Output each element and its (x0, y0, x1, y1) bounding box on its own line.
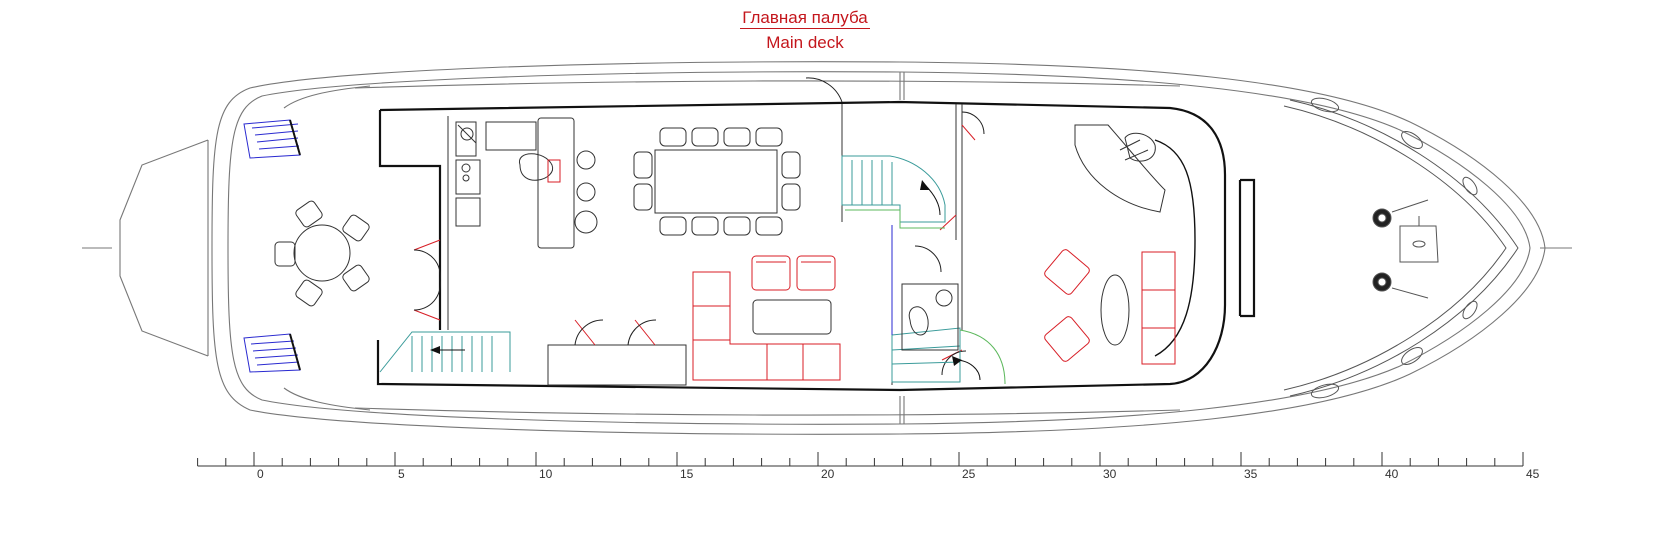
scale-bar: 0 5 10 15 20 25 30 35 40 45 (197, 452, 1540, 481)
forward-stairway-rails (845, 209, 1006, 385)
helm-console (1074, 124, 1166, 346)
superstructure-outline (376, 100, 1256, 392)
aft-stair-arrow-icon (430, 346, 465, 354)
scale-tick-label: 40 (1385, 467, 1399, 481)
salon-sofa (692, 255, 841, 381)
aft-dining-set (274, 200, 370, 307)
title-english: Main deck (766, 33, 844, 52)
scale-tick-label: 15 (680, 467, 694, 481)
scale-tick-label: 0 (257, 467, 264, 481)
head-compartment (901, 283, 959, 351)
hull-outline (119, 61, 1546, 435)
coffee-table (752, 299, 832, 335)
aft-stairway (379, 331, 511, 373)
scale-tick-label: 35 (1244, 467, 1258, 481)
wheelhouse-seating (1044, 249, 1176, 365)
scale-tick-label: 30 (1103, 467, 1117, 481)
scale-tick-label: 5 (398, 467, 405, 481)
title-russian: Главная палуба (740, 8, 870, 29)
scale-tick-label: 25 (962, 467, 976, 481)
scale-tick-label: 20 (821, 467, 835, 481)
forward-stairway (841, 155, 961, 383)
scale-tick-label: 10 (539, 467, 553, 481)
scale-tick-label: 45 (1526, 467, 1540, 481)
dining-table-set (633, 127, 801, 236)
door-arcs (413, 77, 985, 376)
stair-arrow-icons (920, 180, 981, 381)
interior-walls (447, 104, 1196, 386)
door-swings (413, 124, 976, 361)
aft-steps (243, 119, 301, 373)
bow-fittings (1283, 97, 1519, 399)
aft-step-frames (289, 119, 301, 371)
